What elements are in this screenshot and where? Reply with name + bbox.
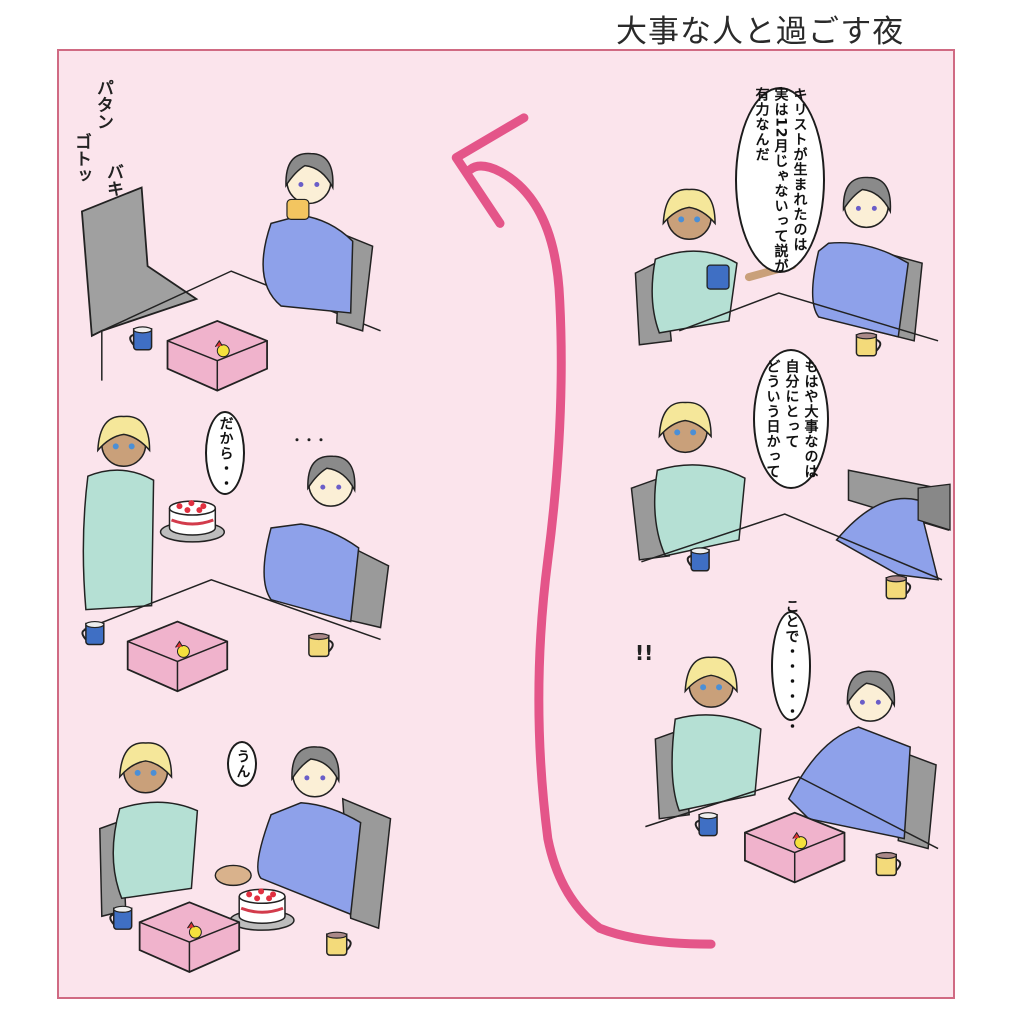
speech-bubble-kotode: ことで・・・・・・ [771,599,811,734]
left-panel-3 [99,742,392,973]
speech-bubble-un: うん [227,741,257,787]
speech-text: だから・・ [217,415,234,491]
sfx-surprise: !! [635,641,654,665]
left-panel-2 [81,415,390,693]
right-panel-1 [634,176,939,357]
right-panel-2 [630,401,951,600]
right-panel-3 [645,656,939,884]
comic-artwork [80,113,951,973]
speech-text: ことで・・・・・・ [783,598,800,734]
reading-arrow [465,161,716,949]
page-title: 大事な人と過ごす夜 [616,14,905,50]
speech-text: もはや大事なのは 自分にとって どういう日かって [764,359,819,479]
sfx-gotto: ゴトッ [71,133,91,184]
sfx-patan: パタン [93,79,113,130]
left-panel-1 [80,152,381,392]
speech-text: うん [234,749,251,779]
speech-bubble-dakara: だから・・ [205,411,245,495]
comic-frame: パタン ゴトッ バキ ・・・ !! キリストが生まれたのは 実は12月じゃないっ… [57,49,955,999]
sfx-baki: バキ [103,163,123,197]
speech-bubble-christ: キリストが生まれたのは 実は12月じゃないって説が 有力なんだ [735,87,825,273]
speech-bubble-important: もはや大事なのは 自分にとって どういう日かって [753,349,829,489]
sfx-notice: ・・・ [291,433,328,447]
arrow-head [451,113,529,228]
speech-text: キリストが生まれたのは 実は12月じゃないって説が 有力なんだ [753,86,808,274]
